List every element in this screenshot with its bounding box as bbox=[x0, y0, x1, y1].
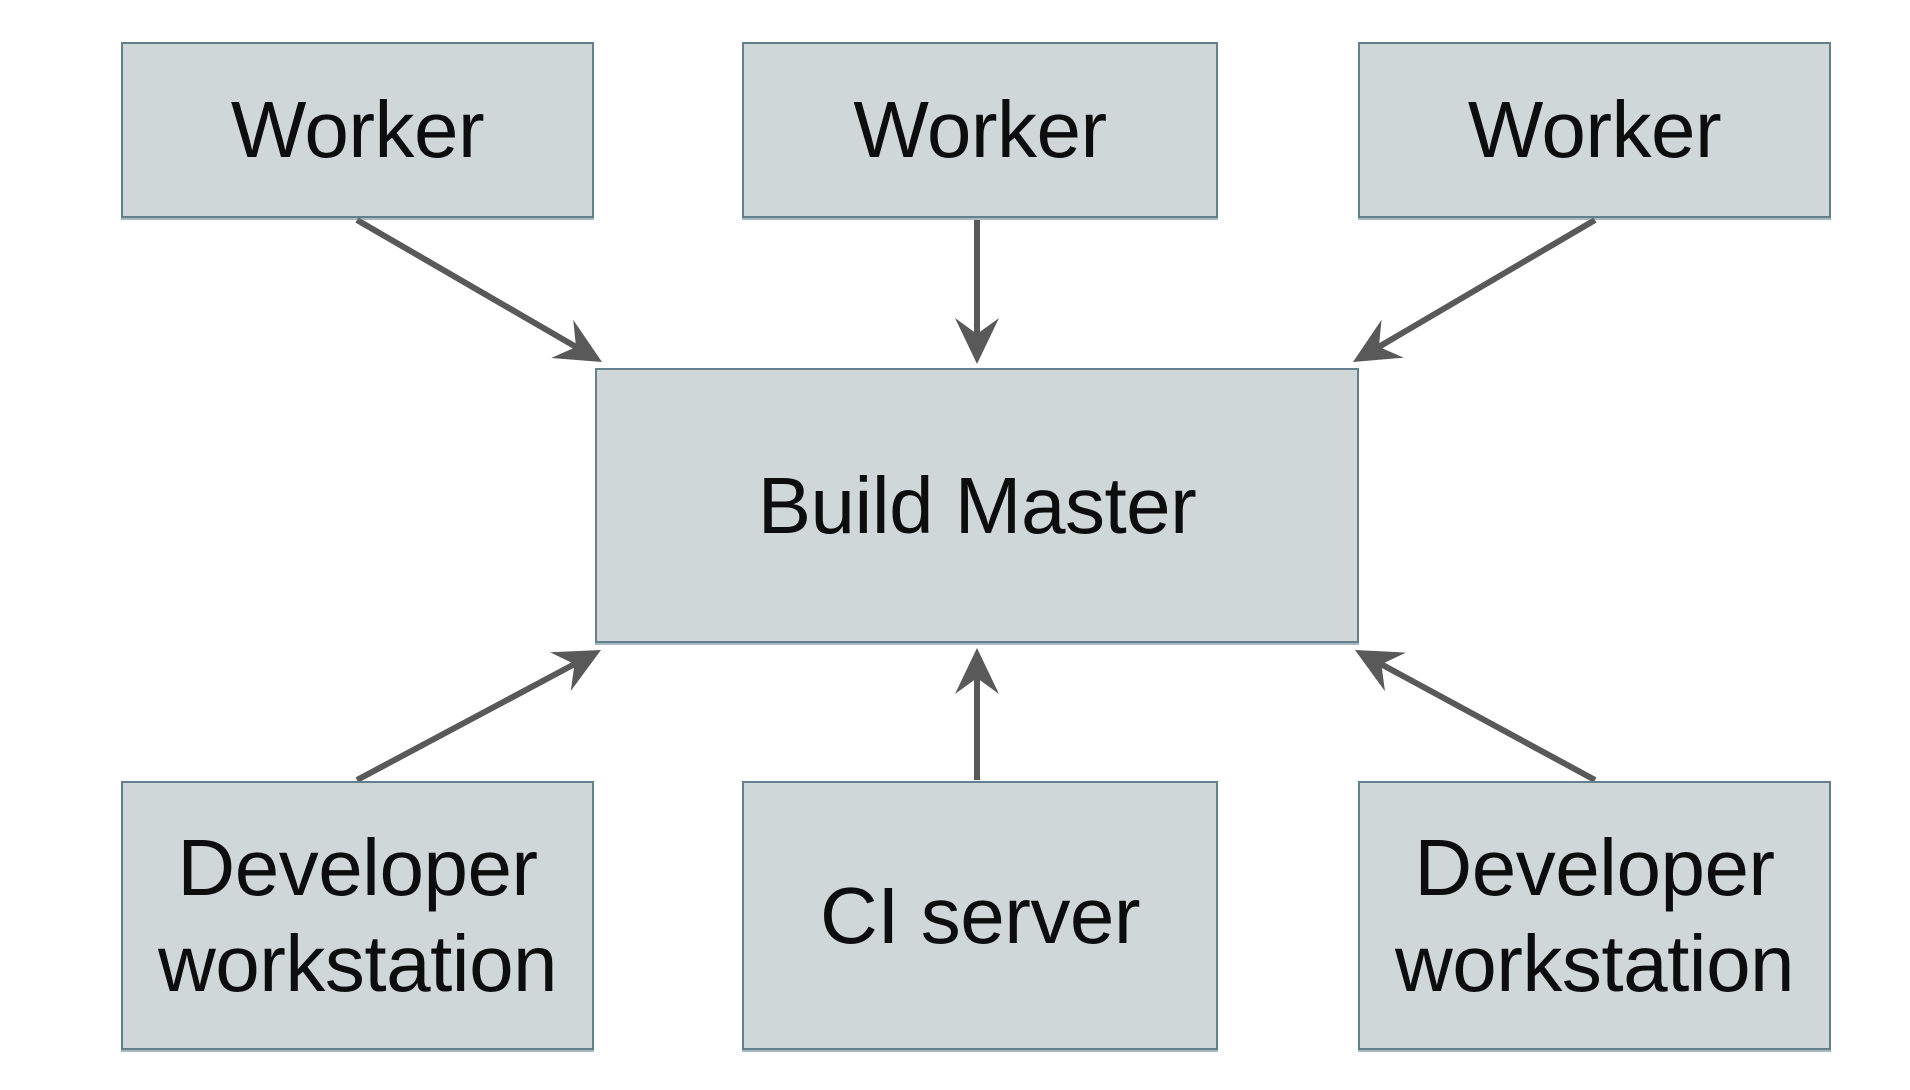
node-worker-2: Worker bbox=[742, 42, 1218, 218]
arrow-worker-1-to-build-master bbox=[355, 217, 602, 362]
node-developer-workstation-1: Developer workstation bbox=[121, 781, 594, 1050]
node-label: Developer workstation bbox=[157, 822, 558, 1008]
node-label: Worker bbox=[1467, 85, 1722, 174]
node-developer-workstation-2: Developer workstation bbox=[1358, 781, 1831, 1050]
arrow-developer-workstation-2-to-build-master bbox=[1355, 650, 1597, 783]
node-label: Developer workstation bbox=[1394, 822, 1795, 1008]
node-label: CI server bbox=[820, 870, 1141, 960]
arrow-ci-server-to-build-master bbox=[955, 648, 999, 780]
node-label: Build Master bbox=[757, 460, 1197, 550]
arrow-developer-workstation-1-to-build-master bbox=[355, 650, 601, 783]
node-ci-server: CI server bbox=[742, 781, 1218, 1050]
arrow-worker-2-to-build-master bbox=[955, 220, 999, 364]
node-label: Worker bbox=[230, 85, 485, 174]
node-worker-1: Worker bbox=[121, 42, 594, 218]
node-build-master: Build Master bbox=[595, 368, 1359, 643]
arrow-worker-3-to-build-master bbox=[1353, 217, 1597, 362]
node-label: Worker bbox=[853, 85, 1107, 174]
node-worker-3: Worker bbox=[1358, 42, 1831, 218]
